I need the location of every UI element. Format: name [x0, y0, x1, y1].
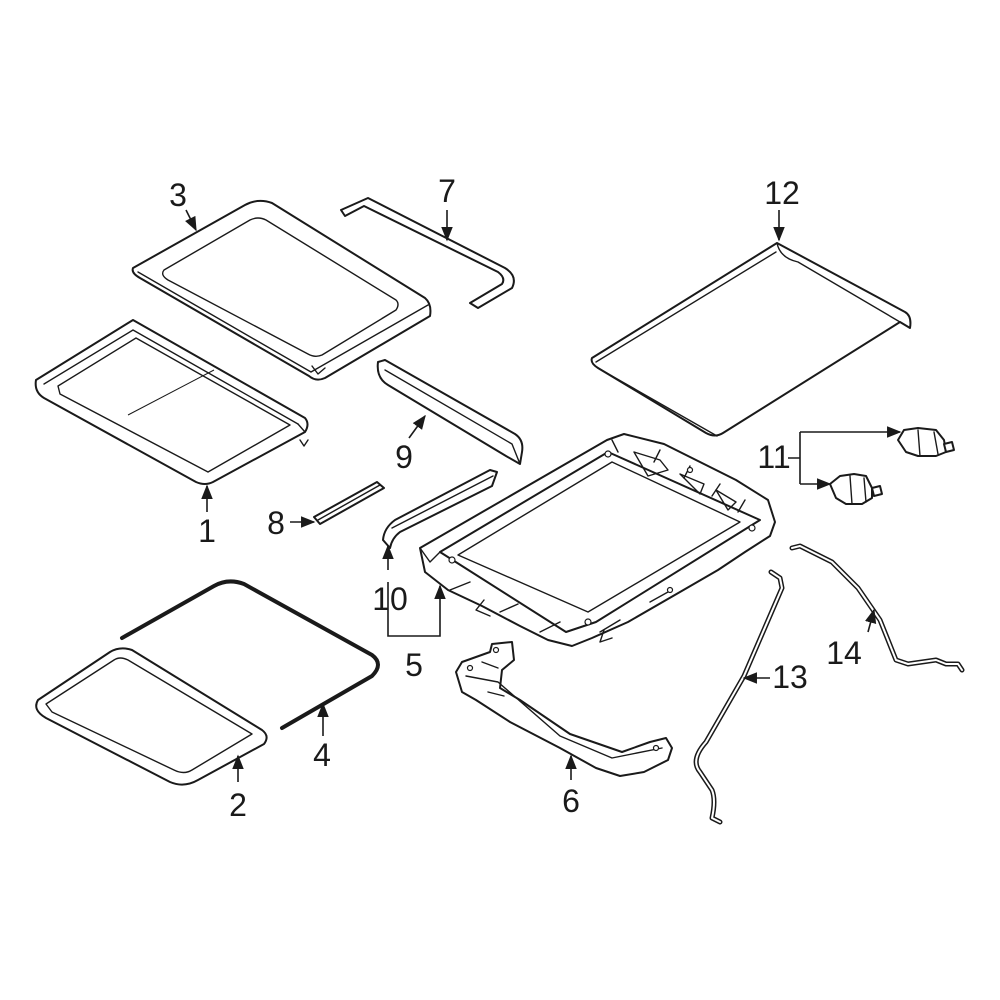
- leader-5: [387, 582, 446, 637]
- part-14-drain-hose[interactable]: [789, 543, 965, 673]
- leader-11: [788, 432, 801, 484]
- callout-1: 1: [198, 513, 216, 549]
- callout-4: 4: [313, 737, 331, 773]
- part-5-sunroof-frame[interactable]: [419, 433, 776, 647]
- part-7-seal-strip[interactable]: [340, 197, 515, 309]
- callout-13: 13: [772, 659, 808, 695]
- part-13-drain-hose[interactable]: [693, 569, 785, 825]
- callout-9: 9: [395, 439, 413, 475]
- callout-6: 6: [562, 783, 580, 819]
- callout-8: 8: [267, 505, 285, 541]
- callout-14: 14: [826, 635, 862, 671]
- leader-9: [408, 414, 426, 439]
- part-9-trim-strip[interactable]: [376, 359, 524, 465]
- part-10-rail[interactable]: [382, 469, 498, 549]
- callout-12: 12: [764, 175, 800, 211]
- leader-14: [865, 608, 877, 633]
- part-3-glass-panel[interactable]: [131, 199, 432, 381]
- leader-3: [185, 209, 197, 232]
- part-12-sunshade[interactable]: [590, 242, 912, 437]
- part-1-rear-panel[interactable]: [34, 319, 309, 485]
- callout-2: 2: [229, 787, 247, 823]
- callout-10: 10: [372, 581, 408, 617]
- part-11-actuators[interactable]: [829, 427, 955, 505]
- callout-labels: 1 2 3 4 5 6 7 8 9 10 11 12 13 14: [169, 173, 862, 823]
- part-6-bracket[interactable]: [455, 641, 673, 777]
- callout-5: 5: [405, 647, 423, 683]
- part-8-small-strip[interactable]: [313, 481, 385, 525]
- callout-7: 7: [438, 173, 456, 209]
- part-4-seal[interactable]: [120, 579, 380, 730]
- part-2-lower-glass[interactable]: [35, 647, 268, 786]
- leader-lines: [185, 209, 902, 782]
- callout-3: 3: [169, 177, 187, 213]
- callout-11: 11: [757, 439, 790, 475]
